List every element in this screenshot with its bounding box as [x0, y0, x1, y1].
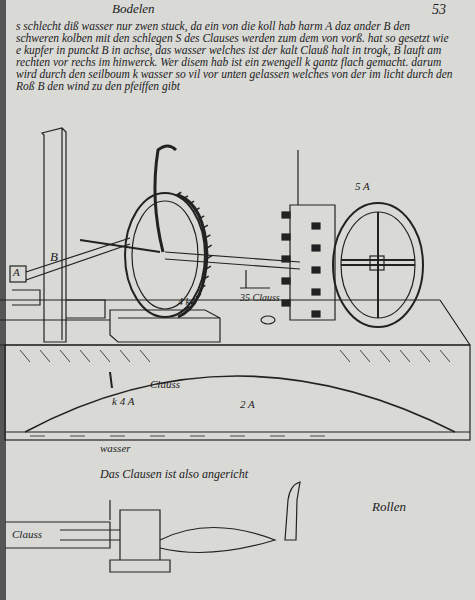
peg [312, 223, 320, 229]
rod [80, 240, 160, 252]
stroke [190, 436, 205, 437]
stroke [204, 276, 209, 279]
hub [370, 256, 384, 270]
clause-beam [5, 522, 120, 548]
caption-note: Das Clausen ist also angericht [100, 468, 248, 481]
stroke [203, 225, 208, 228]
stroke [60, 350, 70, 362]
spokes [341, 212, 415, 318]
stroke [140, 350, 150, 362]
stroke [80, 350, 90, 362]
stroke [310, 436, 325, 437]
stroke [199, 216, 204, 219]
stroke [178, 311, 183, 314]
callout: 5 A [355, 180, 370, 192]
part-name: wasser [100, 442, 131, 454]
part-name: Rollen [372, 500, 406, 514]
axle [165, 252, 300, 269]
stroke [340, 350, 350, 362]
page-title: Bodelen [112, 2, 155, 16]
beam-block [66, 300, 105, 318]
ratchet-rim [178, 195, 207, 317]
stroke [110, 436, 125, 437]
callout: k 4 A [112, 395, 134, 407]
stroke [200, 285, 205, 288]
peg [312, 267, 320, 273]
hatching [20, 350, 450, 436]
stroke [230, 436, 245, 437]
pawl [240, 270, 270, 288]
stroke [110, 372, 112, 388]
pivot-box [10, 266, 26, 282]
stroke [207, 245, 212, 248]
peg [282, 256, 290, 262]
stroke [30, 436, 45, 437]
peg [282, 234, 290, 240]
callout: 4 k l [178, 296, 195, 307]
page-number: 53 [432, 2, 446, 17]
peg [282, 278, 290, 284]
callout: 2 A [240, 398, 255, 410]
peg [282, 300, 290, 306]
part-letter: A [13, 266, 20, 278]
wheel-block [110, 310, 220, 342]
beam [0, 319, 110, 320]
handwritten-note: s schlecht diß wasser nur zwen stuck, da… [16, 20, 454, 92]
stroke [196, 294, 201, 297]
stroke [206, 266, 211, 269]
stroke [100, 350, 110, 362]
lever-arm [12, 238, 130, 305]
stroke [40, 350, 50, 362]
peg [312, 311, 320, 317]
stroke [185, 307, 190, 310]
stroke [360, 350, 370, 362]
drum [290, 205, 335, 320]
stroke [20, 350, 30, 362]
stroke [380, 350, 390, 362]
basin [5, 345, 470, 440]
wheel-rim [341, 212, 415, 318]
stroke [189, 201, 194, 204]
platform [0, 300, 470, 345]
part-name: Clauss [150, 378, 180, 390]
stroke [70, 436, 85, 437]
roller-lever [160, 528, 275, 553]
stroke [440, 350, 450, 362]
drum-pegs [282, 212, 320, 317]
crank-handle [155, 146, 176, 252]
wheel-rim [132, 201, 198, 309]
stroke [176, 192, 181, 195]
stroke [120, 350, 130, 362]
callout: 35 Clauss [240, 292, 280, 303]
stroke [270, 436, 285, 437]
wheel [333, 203, 423, 327]
wheel [125, 193, 205, 317]
bolt [261, 316, 275, 324]
line [297, 150, 298, 205]
stroke [183, 196, 188, 199]
post [42, 128, 66, 342]
water-line [5, 431, 470, 432]
block [110, 510, 170, 572]
peg [282, 212, 290, 218]
line [109, 500, 110, 520]
part-letter: B [50, 250, 58, 264]
stroke [400, 350, 410, 362]
peg [312, 289, 320, 295]
stroke [195, 208, 200, 211]
arch [25, 376, 455, 432]
hook [285, 482, 300, 540]
part-name: Clauss [12, 528, 42, 540]
stroke [150, 436, 165, 437]
stroke [205, 235, 210, 238]
stroke [207, 256, 212, 259]
peg [312, 245, 320, 251]
stroke [420, 350, 430, 362]
